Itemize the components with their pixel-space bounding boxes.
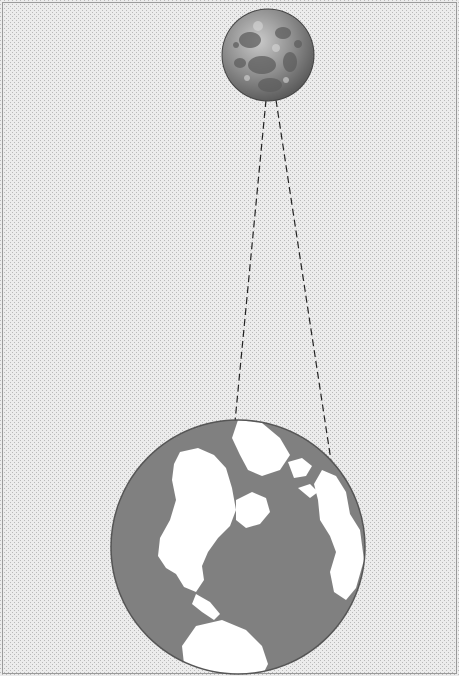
earth-globe-icon [111,420,365,676]
moon-icon [222,9,314,101]
